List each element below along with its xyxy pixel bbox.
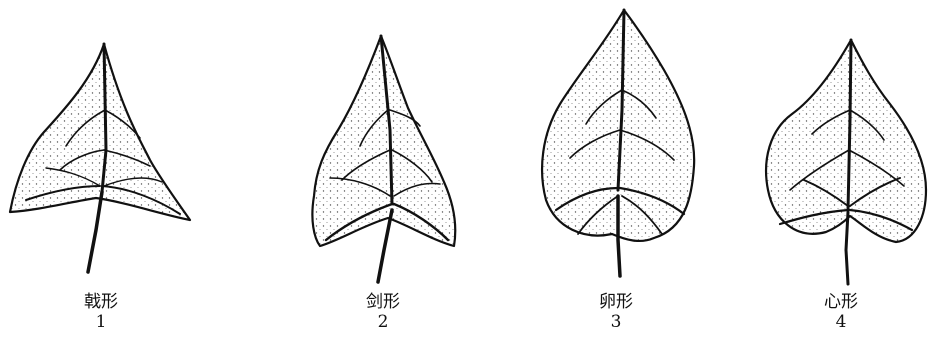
leaf-number: 3 bbox=[556, 312, 676, 332]
leaf-name: 剑形 bbox=[323, 292, 443, 312]
leaf-hastate bbox=[10, 44, 190, 272]
leaf-number: 2 bbox=[323, 312, 443, 332]
leaf-name: 心形 bbox=[781, 292, 901, 312]
caption-leaf-1: 戟形 1 bbox=[41, 292, 161, 332]
leaf-ovate bbox=[542, 10, 694, 276]
leaf-name: 卵形 bbox=[556, 292, 676, 312]
leaf-number: 4 bbox=[781, 312, 901, 332]
leaf-ensiform bbox=[312, 36, 455, 282]
leaf-number: 1 bbox=[41, 312, 161, 332]
caption-leaf-2: 剑形 2 bbox=[323, 292, 443, 332]
caption-leaf-3: 卵形 3 bbox=[556, 292, 676, 332]
leaf-cordate bbox=[766, 40, 926, 284]
leaf-name: 戟形 bbox=[41, 292, 161, 312]
caption-leaf-4: 心形 4 bbox=[781, 292, 901, 332]
